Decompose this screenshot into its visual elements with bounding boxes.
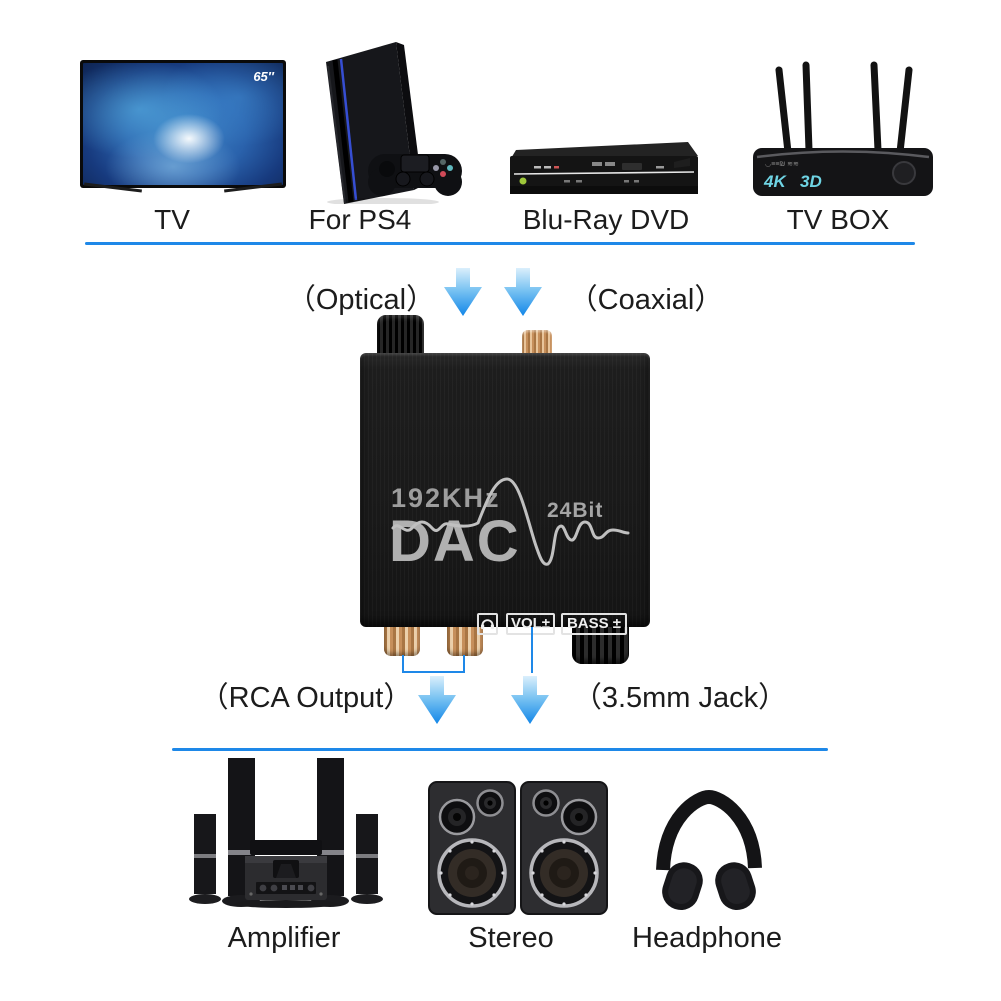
tvbox-image: ◡≡≡₪ ≋≋ 4K 3D — [753, 61, 933, 196]
jack-output-label: （3.5mm Jack） — [572, 682, 788, 714]
tv-image: 65″ — [80, 60, 286, 188]
tv-size-badge: 65″ — [253, 69, 274, 84]
waveform-icon — [391, 477, 630, 566]
tvbox-label: TV BOX — [786, 204, 890, 235]
headphone-icon — [480, 619, 495, 630]
volume-knob — [572, 623, 629, 664]
headphone-label: Headphone — [632, 922, 782, 954]
volume-button: VOL± — [506, 613, 555, 635]
rca-bracket — [402, 655, 465, 673]
ps4-label: For PS4 — [308, 204, 412, 235]
jack-connector-line — [531, 627, 533, 673]
svg-text:◡≡≡₪ ≋≋: ◡≡≡₪ ≋≋ — [765, 161, 799, 168]
amplifier-image — [189, 758, 383, 908]
tv-screen: 65″ — [83, 63, 283, 185]
arrow-down-icon — [504, 268, 542, 316]
coaxial-input-connector — [522, 330, 552, 355]
bluray-image — [510, 142, 698, 194]
ps4-image — [326, 42, 462, 204]
dac-body: 192KHz DAC 24Bit VOL± BASS ± — [360, 353, 650, 635]
ps4-controller — [368, 154, 462, 196]
dac-converter-image: 192KHz DAC 24Bit VOL± BASS ± — [360, 315, 650, 665]
optical-input-connector — [377, 315, 424, 357]
stereo-left-speaker — [428, 781, 516, 915]
arrow-down-icon — [444, 268, 482, 316]
dac-bit-depth: 24Bit — [547, 499, 604, 522]
divider-line — [85, 242, 915, 245]
stereo-label: Stereo — [468, 922, 554, 954]
optical-label: （Optical） — [286, 284, 436, 316]
tv-label: TV — [154, 204, 190, 235]
divider-line — [172, 748, 828, 751]
dac-sample-rate: 192KHz — [391, 483, 501, 513]
rca-output-connector — [384, 623, 420, 656]
headphone-image — [656, 789, 762, 911]
bluray-label: Blu-Ray DVD — [522, 204, 690, 235]
arrow-down-icon — [418, 676, 456, 724]
headphone-button — [477, 613, 498, 635]
arrow-down-icon — [511, 676, 549, 724]
rca-output-label: （RCA Output） — [199, 682, 413, 714]
tvbox-3d-text: 3D — [800, 172, 822, 191]
amplifier-label: Amplifier — [227, 922, 341, 954]
tvbox-4k-text: 4K — [763, 172, 787, 191]
stereo-image — [428, 781, 608, 915]
dac-title: DAC — [389, 509, 521, 574]
stereo-right-speaker — [520, 781, 608, 915]
coaxial-label: （Coaxial） — [568, 284, 724, 316]
bass-button: BASS ± — [561, 613, 627, 635]
